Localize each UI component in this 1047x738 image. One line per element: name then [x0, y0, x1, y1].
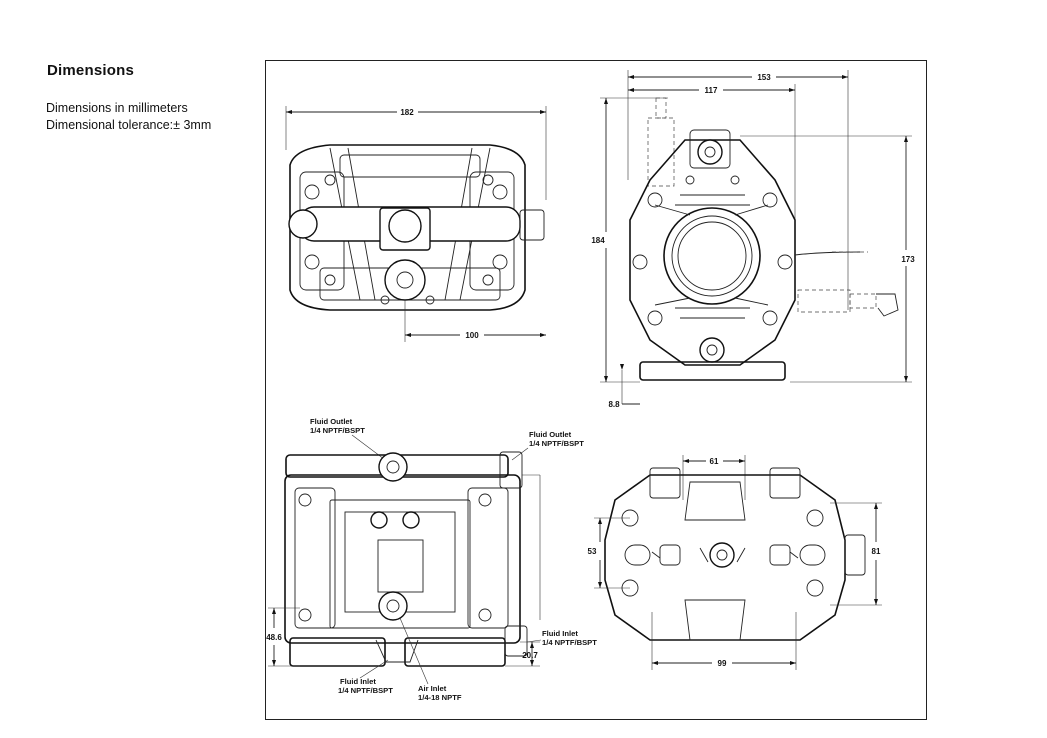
label-fluid-outlet-side: Fluid Outlet — [529, 430, 572, 439]
label-fluid-outlet-top-thread: 1/4 NPTF/BSPT — [310, 426, 365, 435]
dim-173: 173 — [901, 255, 915, 264]
drawing-frame — [265, 60, 927, 720]
front-view: Fluid Outlet 1/4 NPTF/BSPT Fluid Outlet … — [266, 417, 597, 702]
label-fluid-outlet-side-thread: 1/4 NPTF/BSPT — [529, 439, 584, 448]
label-air-inlet-thread: 1/4-18 NPTF — [418, 693, 462, 702]
dim-81: 81 — [872, 547, 881, 556]
label-fluid-inlet-bottom: Fluid Inlet — [340, 677, 376, 686]
dim-117: 117 — [705, 86, 718, 95]
label-fluid-inlet-side-thread: 1/4 NPTF/BSPT — [542, 638, 597, 647]
label-fluid-outlet-top: Fluid Outlet — [310, 417, 353, 426]
dim-8-8: 8.8 — [608, 400, 620, 409]
dim-48-6: 48.6 — [266, 633, 282, 642]
dim-100: 100 — [465, 331, 479, 340]
label-fluid-inlet-side: Fluid Inlet — [542, 629, 578, 638]
dim-53: 53 — [588, 547, 597, 556]
label-air-inlet: Air Inlet — [418, 684, 447, 693]
dim-153: 153 — [757, 73, 771, 82]
dim-20-7: 20.7 — [522, 651, 538, 660]
top-view: 182 100 — [285, 106, 547, 342]
dim-184: 184 — [591, 236, 605, 245]
dim-99: 99 — [718, 659, 727, 668]
dim-182: 182 — [400, 108, 414, 117]
bottom-view: 61 53 81 — [588, 455, 882, 670]
label-fluid-inlet-bottom-thread: 1/4 NPTF/BSPT — [338, 686, 393, 695]
page-title: Dimensions — [47, 62, 135, 79]
dim-61: 61 — [710, 457, 719, 466]
units-note: Dimensions in millimeters — [46, 101, 188, 115]
tolerance-note: Dimensional tolerance:± 3mm — [46, 118, 212, 132]
side-view: 153 117 184 173 8.8 — [591, 70, 915, 409]
